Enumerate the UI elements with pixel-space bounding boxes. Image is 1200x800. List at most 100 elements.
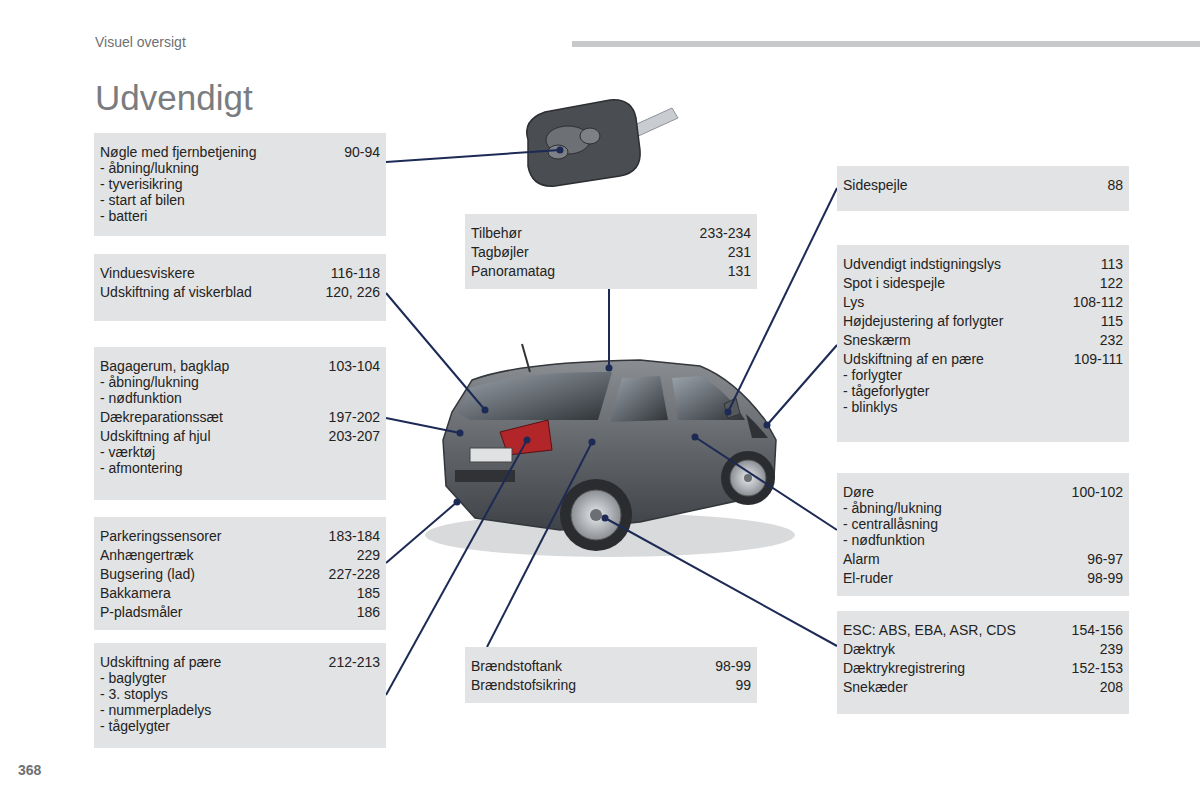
- entry-row: Alarm 96-97: [843, 551, 1123, 567]
- entry-row: Brændstofsikring99: [471, 677, 751, 693]
- sub-item: - 3. stoplys: [100, 686, 380, 702]
- page-ref: 152-153: [1072, 660, 1123, 676]
- item-name: Panoramatag: [471, 263, 720, 279]
- item-name: Tagbøjler: [471, 244, 720, 260]
- sub-item: - nummerpladelys: [100, 702, 380, 718]
- page-ref: 96-97: [1087, 551, 1123, 567]
- entry-row: - tyverisikring: [100, 176, 380, 192]
- page-ref: 131: [728, 263, 751, 279]
- item-name: Tilbehør: [471, 225, 692, 241]
- item-name: Udskiftning af pære: [100, 654, 321, 670]
- page-ref: 208: [1100, 679, 1123, 695]
- page-ref: 109-111: [1074, 351, 1123, 367]
- sub-item: - forlygter: [843, 367, 1123, 383]
- item-name: Sidespejle: [843, 177, 1099, 193]
- entry-row: Lys108-112: [843, 294, 1123, 310]
- item-name: Bugsering (lad): [100, 566, 321, 582]
- entry-row: Snekæder 208: [843, 679, 1123, 695]
- item-name: Højdejustering af forlygter: [843, 313, 1093, 329]
- sub-item: - blinklys: [843, 399, 1123, 415]
- item-name: Snekæder: [843, 679, 1092, 695]
- page-ref: 212-213: [329, 654, 380, 670]
- page-ref: 239: [1100, 641, 1123, 657]
- sub-item: - værktøj: [100, 444, 380, 460]
- sub-item: - tågelygter: [100, 718, 380, 734]
- page-ref: 233-234: [700, 225, 751, 241]
- page-ref: 120, 226: [326, 284, 381, 300]
- sub-item: - tågeforlygter: [843, 383, 1123, 399]
- page-ref: 90-94: [344, 144, 380, 160]
- item-name: Udskiftning af en pære: [843, 351, 1066, 367]
- header-bar: [572, 41, 1200, 47]
- item-name: Sneskærm: [843, 332, 1092, 348]
- entry-row: Tagbøjler 231: [471, 244, 751, 260]
- page-ref: 100-102: [1072, 484, 1123, 500]
- page-ref: 103-104: [329, 358, 380, 374]
- leader-dots: [454, 147, 771, 522]
- item-name: El-ruder: [843, 570, 1079, 586]
- callout-box: Parkeringssensorer183-184Anhængertræk229…: [94, 517, 386, 630]
- page-ref: 98-99: [715, 658, 751, 674]
- entry-row: Bugsering (lad) 227-228: [100, 566, 380, 582]
- entry-row: ESC: ABS, EBA, ASR, CDS 154-156: [843, 622, 1123, 638]
- entry-row: Tilbehør 233-234: [471, 225, 751, 241]
- sub-item: - åbning/lukning: [843, 500, 1123, 516]
- entry-row: Udskiftning af hjul203-207: [100, 428, 380, 444]
- page-ref: 231: [728, 244, 751, 260]
- entry-row: Højdejustering af forlygter 115: [843, 313, 1123, 329]
- page-ref: 115: [1101, 313, 1123, 329]
- page-ref: 229: [357, 547, 380, 563]
- callout-box: Tilbehør 233-234Tagbøjler 231Panoramatag 13…: [465, 214, 757, 289]
- page-ref: 154-156: [1072, 622, 1123, 638]
- entry-row: Døre 100-102: [843, 484, 1123, 500]
- page-ref: 113: [1101, 256, 1123, 272]
- entry-row: Udskiftning af pære 212-213: [100, 654, 380, 670]
- callout-box: Døre 100-102- åbning/lukning- centrallåsn…: [837, 473, 1129, 596]
- entry-row: - nødfunktion: [843, 532, 1123, 548]
- item-name: Vinduesviskere: [100, 265, 323, 281]
- callout-box: Bagagerum, bagklap103-104- åbning/luknin…: [94, 347, 386, 500]
- page-title: Udvendigt: [95, 78, 253, 118]
- item-name: Døre: [843, 484, 1064, 500]
- entry-row: El-ruder98-99: [843, 570, 1123, 586]
- sub-item: - baglygter: [100, 670, 380, 686]
- item-name: Parkeringssensorer: [100, 528, 321, 544]
- sub-item: - centrallåsning: [843, 516, 1123, 532]
- sub-item: - nødfunktion: [843, 532, 1123, 548]
- leader-lines: [386, 150, 837, 695]
- sub-item: - afmontering: [100, 460, 380, 476]
- item-name: Dæktrykregistrering: [843, 660, 1064, 676]
- item-name: ESC: ABS, EBA, ASR, CDS: [843, 622, 1064, 638]
- page-ref: 122: [1100, 275, 1123, 291]
- entry-row: Bagagerum, bagklap103-104: [100, 358, 380, 374]
- sub-item: - start af bilen: [100, 192, 380, 208]
- entry-row: - baglygter: [100, 670, 380, 686]
- page-ref: 227-228: [329, 566, 380, 582]
- page-number: 368: [18, 762, 41, 778]
- entry-row: Dækreparationssæt 197-202: [100, 409, 380, 425]
- entry-row: Udskiftning af en pære 109-111: [843, 351, 1123, 367]
- entry-row: - tågeforlygter: [843, 383, 1123, 399]
- item-name: P-pladsmåler: [100, 604, 349, 620]
- entry-row: - nummerpladelys: [100, 702, 380, 718]
- key-fob: [527, 100, 678, 186]
- entry-row: Anhængertræk 229: [100, 547, 380, 563]
- entry-row: Vinduesviskere 116-118: [100, 265, 380, 281]
- page-ref: 197-202: [329, 409, 380, 425]
- entry-row: Sidespejle 88: [843, 177, 1123, 193]
- entry-row: Brændstoftank98-99: [471, 658, 751, 674]
- page-ref: 203-207: [329, 428, 380, 444]
- entry-row: - forlygter: [843, 367, 1123, 383]
- item-name: Spot i sidespejle: [843, 275, 1092, 291]
- item-name: Alarm: [843, 551, 1079, 567]
- page-ref: 116-118: [331, 265, 380, 281]
- page-ref: 108-112: [1073, 294, 1123, 310]
- item-name: Dækreparationssæt: [100, 409, 321, 425]
- entry-row: Panoramatag 131: [471, 263, 751, 279]
- page-ref: 88: [1107, 177, 1123, 193]
- item-name: Brændstofsikring: [471, 677, 727, 693]
- entry-row: Spot i sidespejle 122: [843, 275, 1123, 291]
- item-name: Anhængertræk: [100, 547, 349, 563]
- entry-row: - nødfunktion: [100, 390, 380, 406]
- page-ref: 186: [357, 604, 380, 620]
